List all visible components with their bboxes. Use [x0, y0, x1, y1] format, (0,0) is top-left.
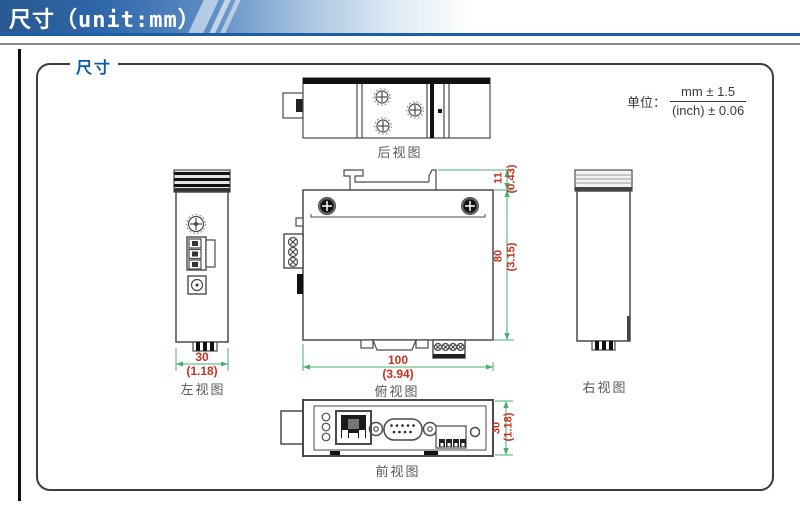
screw-icon	[461, 197, 480, 216]
dim-left-width-inch: (1.18)	[186, 364, 218, 378]
front-view-drawing	[280, 399, 513, 457]
screw-icon	[374, 117, 392, 135]
power-jack	[187, 275, 207, 295]
bottom-connector	[591, 340, 616, 351]
dim-top-clip-inch: (0.43)	[505, 164, 518, 194]
din-clip	[343, 169, 429, 190]
bottom-connector	[192, 341, 218, 352]
screw-icon	[185, 213, 207, 235]
left-margin-line	[18, 49, 21, 501]
dim-top-height-inch: (3.15)	[505, 242, 518, 272]
dim-top-width-mm: 100	[387, 353, 409, 367]
panel-legend: 尺寸	[70, 54, 119, 78]
unit-inch-tolerance: (inch) ± 0.06	[672, 103, 745, 119]
left-view-drawing	[173, 169, 231, 371]
left-view-label: 左视图	[180, 382, 226, 397]
rj45-port	[335, 410, 372, 445]
dim-top-clip-mm: 11	[492, 172, 505, 184]
terminal-block	[283, 233, 304, 269]
dim-top-width-inch: (3.94)	[382, 367, 414, 381]
terminal-block	[186, 236, 216, 271]
dim-front-height-mm: 30	[490, 421, 503, 435]
top-view-drawing	[283, 169, 514, 371]
page-title: 尺寸（unit:mm）	[9, 8, 201, 33]
front-view-label: 前视图	[375, 464, 421, 479]
led-indicators	[321, 412, 331, 442]
top-view-label: 俯视图	[374, 384, 420, 399]
db9-profile	[360, 339, 429, 351]
unit-mm-tolerance: mm ± 1.5	[670, 84, 747, 103]
top-view-height-dimension	[438, 169, 514, 341]
header-rule-blue	[0, 33, 800, 36]
screw-icon	[373, 88, 391, 106]
unit-note: 单位： mm ± 1.5 (inch) ± 0.06	[627, 84, 747, 120]
dim-top-height-mm: 80	[492, 249, 505, 263]
left-view-width-dimension	[175, 348, 229, 371]
db9-connector	[368, 418, 438, 441]
top-view-width-dimension	[302, 344, 494, 371]
dim-left-width-mm: 30	[195, 350, 209, 364]
front-view-height-dimension	[495, 400, 513, 456]
right-view-drawing	[574, 169, 633, 351]
dip-switches	[435, 425, 467, 449]
rear-view-drawing	[282, 77, 491, 139]
reset-button-hole	[469, 426, 481, 438]
unit-label: 单位：	[627, 95, 667, 111]
right-view-label: 右视图	[582, 380, 628, 395]
unit-fraction: mm ± 1.5 (inch) ± 0.06	[670, 84, 747, 120]
terminal-block	[432, 339, 466, 359]
screw-icon	[318, 197, 337, 216]
screw-icon	[406, 101, 424, 119]
dim-front-height-inch: (1.18)	[502, 412, 515, 442]
header-rule-gray	[0, 43, 800, 45]
header-banner: 尺寸（unit:mm）	[0, 0, 470, 33]
rear-view-label: 后视图	[377, 145, 423, 160]
